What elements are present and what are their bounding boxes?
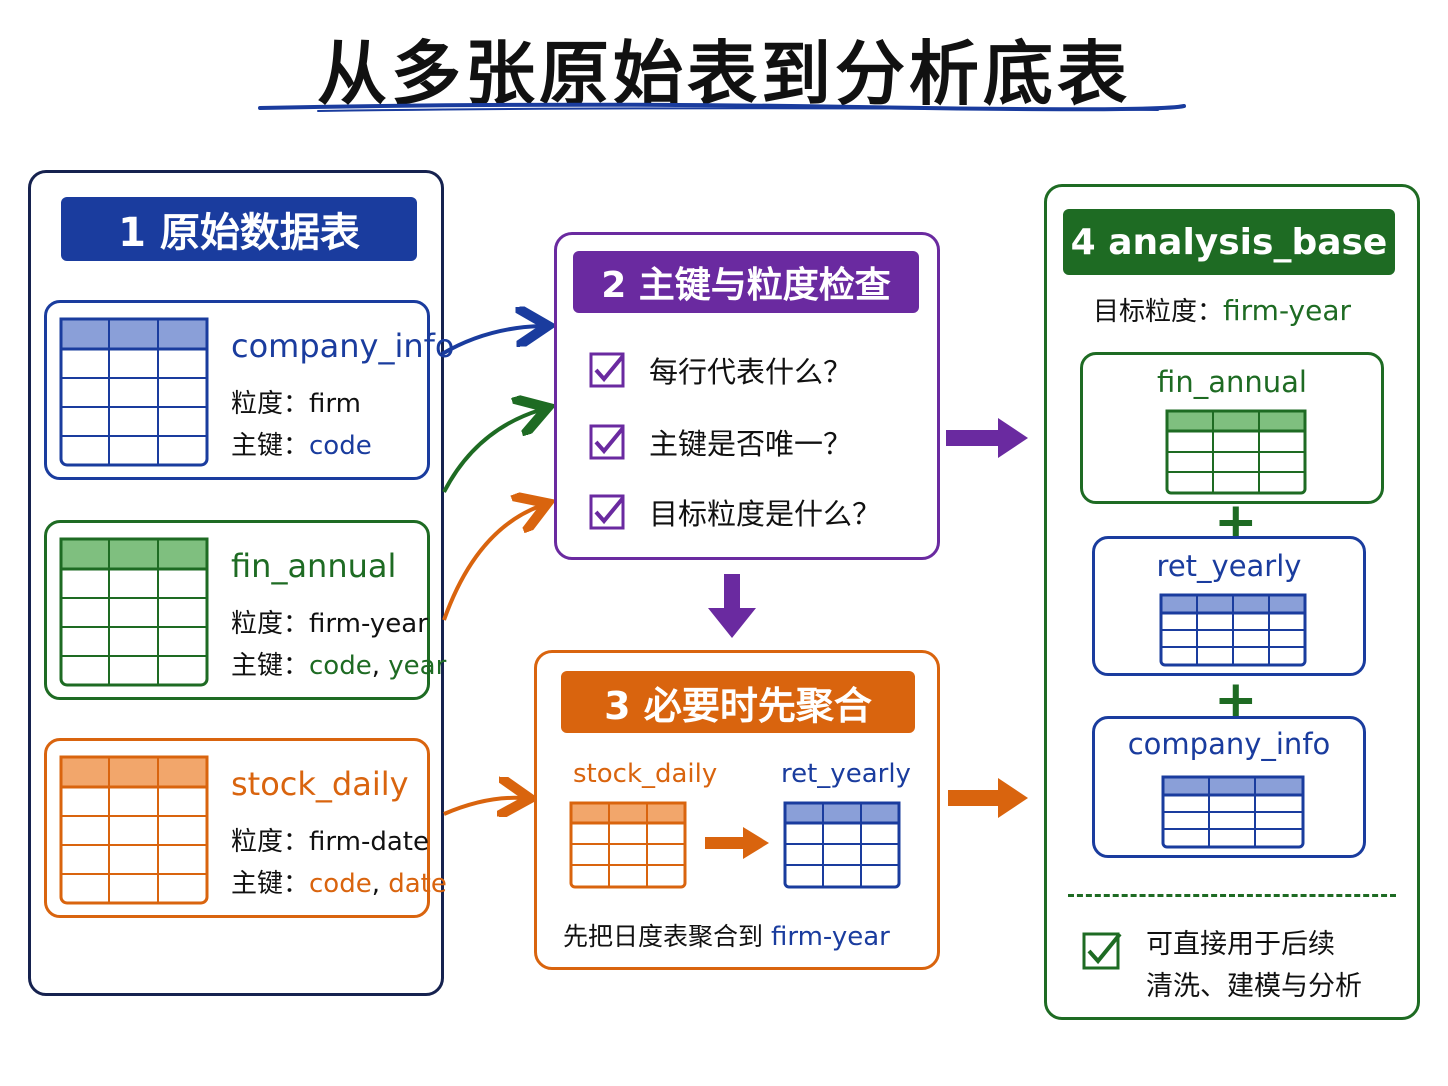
company-info-grain: 粒度：firm xyxy=(231,383,361,420)
key-separator: , xyxy=(371,651,389,681)
arrow-stock-daily-to-check xyxy=(442,506,540,621)
arrow-fin-annual-to-check xyxy=(442,410,540,493)
arrow-check-to-aggregate xyxy=(708,574,756,638)
company-info-name: company_info xyxy=(231,327,455,365)
component-card-company-info: company_info xyxy=(1092,716,1366,858)
fin-annual-key: 主键：code, year xyxy=(231,645,446,682)
key-value-2: date xyxy=(388,869,447,899)
raw-tables-banner: 1 原始数据表 xyxy=(61,197,417,261)
grain-value: firm-year xyxy=(1223,294,1352,327)
component-card-ret-yearly: ret_yearly xyxy=(1092,536,1366,676)
key-value-1: code xyxy=(309,869,372,899)
fin-annual-grain: 粒度：firm-year xyxy=(231,603,428,640)
check-item-text: 目标粒度是什么？ xyxy=(649,497,882,531)
grain-label: 粒度： xyxy=(231,827,310,857)
stock-daily-mini-table-icon xyxy=(569,801,687,889)
input-arrows xyxy=(440,300,560,840)
check-item-text: 每行代表什么？ xyxy=(649,355,853,389)
grain-label: 粒度： xyxy=(231,609,310,639)
key-value-1: code xyxy=(309,651,372,681)
company-info-table-icon xyxy=(59,317,209,467)
fin-annual-table-icon xyxy=(59,537,209,687)
grain-label: 目标粒度： xyxy=(1093,297,1224,327)
key-separator: , xyxy=(371,869,389,899)
aggregate-caption: 先把日度表聚合到 firm-year xyxy=(563,917,890,953)
key-grain-check-banner: 2 主键与粒度检查 xyxy=(573,251,919,313)
stock-daily-name: stock_daily xyxy=(231,765,409,803)
analysis-base-grain: 目标粒度：firm-year xyxy=(1093,291,1351,328)
key-label: 主键： xyxy=(231,869,310,899)
checkbox-icon xyxy=(589,424,625,460)
component-table-icon xyxy=(1161,775,1305,849)
stock-daily-key: 主键：code, date xyxy=(231,863,447,900)
check-item: 主键是否唯一？ xyxy=(589,421,852,463)
check-item: 目标粒度是什么？ xyxy=(589,491,881,533)
aggregate-banner: 3 必要时先聚合 xyxy=(561,671,915,733)
grain-label: 粒度： xyxy=(231,389,310,419)
aggregate-panel: 3 必要时先聚合 stock_daily ret_yearly 先把日度表聚合到… xyxy=(534,650,940,970)
key-value-1: code xyxy=(309,431,372,461)
checkbox-icon xyxy=(589,494,625,530)
check-item-text: 主键是否唯一？ xyxy=(649,427,853,461)
grain-value: firm-date xyxy=(309,827,429,857)
key-label: 主键： xyxy=(231,431,310,461)
key-label: 主键： xyxy=(231,651,310,681)
arrow-aggregate-to-analysis xyxy=(948,778,1028,818)
grain-value: firm-year xyxy=(309,609,428,639)
component-name: ret_yearly xyxy=(1156,549,1302,583)
arrow-company-info-to-check xyxy=(440,326,540,356)
grain-value: firm xyxy=(309,389,361,419)
aggregate-arrow xyxy=(705,827,769,859)
caption-prefix: 先把日度表聚合到 xyxy=(563,922,771,951)
component-name: fin_annual xyxy=(1157,365,1307,399)
note-line-2: 清洗、建模与分析 xyxy=(1146,971,1362,1002)
component-table-icon xyxy=(1165,409,1307,495)
stock-daily-grain: 粒度：firm-date xyxy=(231,821,429,858)
component-card-fin-annual: fin_annual xyxy=(1080,352,1384,504)
component-table-icon xyxy=(1159,593,1307,667)
check-icon xyxy=(1082,930,1122,974)
note-line-1: 可直接用于后续 xyxy=(1146,929,1335,960)
fin-annual-card: fin_annual 粒度：firm-year 主键：code, year xyxy=(44,520,446,700)
stock-daily-card: stock_daily 粒度：firm-date 主键：code, date xyxy=(44,738,447,918)
aggregate-from-name: stock_daily xyxy=(573,759,718,789)
stock-daily-table-icon xyxy=(59,755,209,905)
title-underline xyxy=(258,102,1186,112)
company-info-key: 主键：code xyxy=(231,425,372,462)
key-grain-check-panel: 2 主键与粒度检查 每行代表什么？ 主键是否唯一？ 目标粒度是什么？ xyxy=(554,232,940,560)
company-info-card: company_info 粒度：firm 主键：code xyxy=(44,300,455,480)
key-value-2: year xyxy=(388,651,447,681)
analysis-base-banner: 4 analysis_base xyxy=(1063,209,1395,275)
component-name: company_info xyxy=(1127,727,1331,761)
check-item: 每行代表什么？ xyxy=(589,349,852,391)
arrow-check-to-analysis xyxy=(946,418,1028,458)
ret-yearly-mini-table-icon xyxy=(783,801,901,889)
arrow-stock-daily-to-aggregate xyxy=(443,798,522,814)
aggregate-to-name: ret_yearly xyxy=(781,759,911,789)
main-title: 从多张原始表到分析底表 xyxy=(317,33,1131,115)
divider xyxy=(1068,894,1396,897)
caption-target: firm-year xyxy=(770,922,890,952)
checkbox-icon xyxy=(589,352,625,388)
fin-annual-name: fin_annual xyxy=(231,547,397,585)
